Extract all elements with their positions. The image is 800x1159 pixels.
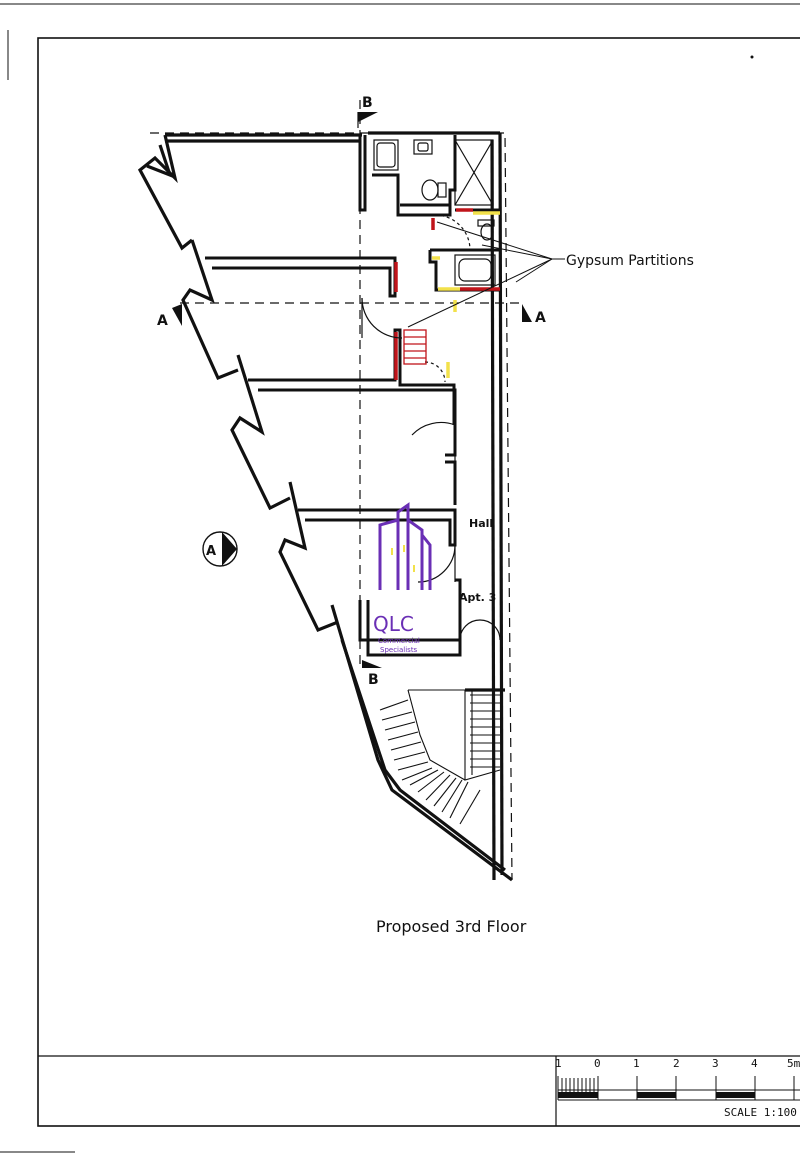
scale-tick-0: 0 — [594, 1057, 601, 1070]
scale-tick-5: 5m — [787, 1057, 800, 1070]
qlc-logo-name: QLC — [373, 612, 414, 636]
drawing-title: Proposed 3rd Floor — [376, 917, 527, 936]
internal-stair — [403, 329, 427, 365]
section-b-bottom-label: B — [368, 672, 379, 688]
common-staircase — [379, 689, 501, 825]
section-a-left-label: A — [157, 313, 168, 329]
hall-label: Hall — [469, 517, 493, 530]
qlc-logo: QLC Commercial Specialists — [373, 502, 432, 654]
gypsum-partitions-callout: Gypsum Partitions — [566, 253, 694, 269]
qlc-logo-tagline-2: Specialists — [380, 646, 418, 654]
section-markers: B A A B — [157, 95, 546, 688]
sheet-speck — [750, 55, 754, 59]
apartment-label: Apt. 3 — [459, 591, 496, 604]
scale-bar-segment-3 — [716, 1092, 755, 1098]
sanitary-fixtures — [373, 139, 496, 286]
qlc-logo-tagline-1: Commercial — [378, 637, 420, 645]
gypsum-partitions — [394, 208, 500, 380]
scale-bar-graphic — [557, 1076, 800, 1101]
scale-bar: 1 0 1 2 3 4 5m — [555, 1057, 800, 1119]
scale-text: SCALE 1:100 — [724, 1106, 797, 1119]
scale-tick-3: 3 — [712, 1057, 719, 1070]
scale-bar-ticks: 1 0 1 2 3 4 5m — [555, 1057, 800, 1070]
sheet-border — [0, 3, 800, 1153]
scale-tick-1: 1 — [633, 1057, 640, 1070]
orientation-marker-label: A — [206, 544, 216, 559]
scale-tick-neg1: 1 — [555, 1057, 562, 1070]
scale-tick-2: 2 — [673, 1057, 680, 1070]
section-b-top-label: B — [362, 95, 373, 111]
internal-walls — [205, 135, 500, 657]
scale-bar-segment-1 — [558, 1092, 598, 1098]
qlc-logo-mark — [378, 502, 432, 590]
callout-leaders — [407, 221, 565, 328]
scale-tick-4: 4 — [751, 1057, 758, 1070]
door-swings — [361, 214, 501, 641]
orientation-marker: A — [202, 531, 238, 567]
section-a-right-label: A — [535, 310, 546, 326]
outer-walls — [137, 131, 513, 882]
scale-bar-segment-2 — [637, 1092, 676, 1098]
